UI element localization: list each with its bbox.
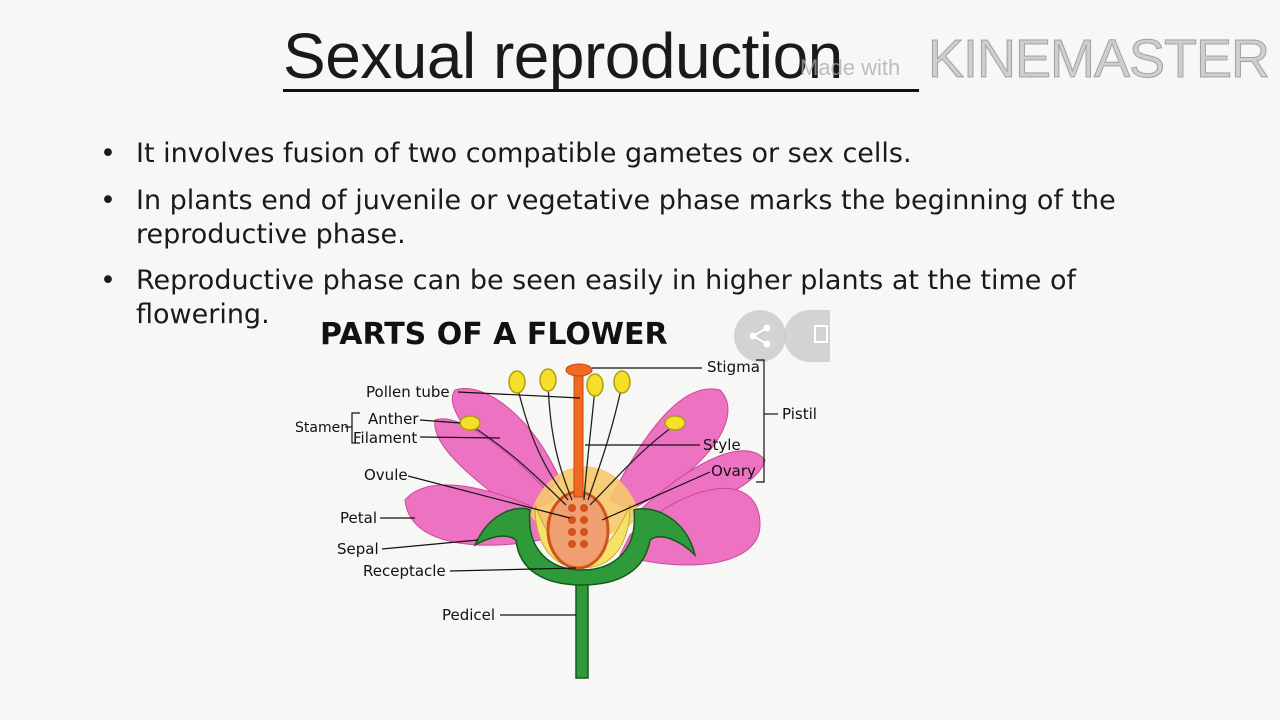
bullet-dot: •	[100, 138, 116, 169]
title-underline	[283, 89, 919, 92]
bullet-text-line: It involves fusion of two compatible gam…	[136, 138, 912, 169]
bullet-text-line: Reproductive phase can be seen easily in…	[136, 265, 1077, 296]
label-receptacle: Receptacle	[363, 562, 446, 580]
pedicel-stem	[575, 569, 589, 679]
label-stamen: Stamen	[295, 420, 349, 436]
bullet-dot: •	[100, 265, 116, 296]
sepal-cup	[473, 507, 697, 586]
ovary	[546, 490, 610, 570]
label-ovary: Ovary	[711, 462, 756, 480]
label-petal: Petal	[340, 509, 377, 527]
label-pistil: Pistil	[782, 405, 817, 423]
label-ovule: Ovule	[364, 466, 408, 484]
share-icon[interactable]	[734, 310, 786, 362]
petal-left-upper	[434, 418, 556, 516]
bullet-text-line: reproductive phase.	[136, 219, 406, 250]
diagram-heading: PARTS OF A FLOWER	[320, 317, 668, 352]
label-stigma: Stigma	[707, 358, 760, 376]
stigma	[565, 363, 593, 377]
watermark-made-with: Made with	[800, 55, 901, 80]
slide-title: Sexual reproduction	[283, 20, 843, 92]
bullet-text-line: flowering.	[136, 299, 270, 330]
leader-lines	[345, 359, 778, 616]
label-filament: Filament	[353, 429, 417, 447]
petal-right-lower	[619, 487, 761, 566]
bullet-dot: •	[100, 185, 116, 216]
label-anther: Anther	[368, 410, 419, 428]
ovules	[568, 504, 588, 548]
filaments	[469, 381, 676, 506]
label-style: Style	[703, 436, 741, 454]
bullet-text-line: In plants end of juvenile or vegetative …	[136, 185, 1116, 216]
label-sepal: Sepal	[337, 540, 379, 558]
flower-diagram: PARTS OF A FLOWER	[290, 300, 830, 680]
watermark-kinemaster: KINEMASTER	[927, 29, 1270, 90]
style	[573, 371, 584, 498]
label-pedicel: Pedicel	[442, 606, 495, 624]
label-pollen-tube: Pollen tube	[366, 383, 450, 401]
bookmark-icon[interactable]	[784, 310, 830, 362]
